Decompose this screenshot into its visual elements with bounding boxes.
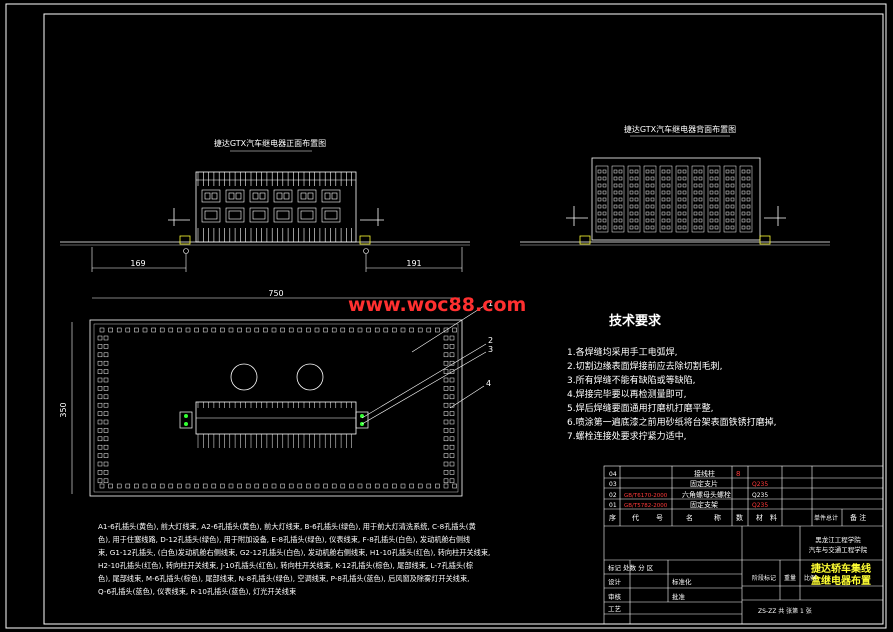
department: 汽车与交通工程学院 xyxy=(809,545,868,554)
wiring-note-line: A1-6孔插头(黄色), 前大灯线束, A2-6孔插头(黄色), 前大灯线束, … xyxy=(98,522,476,531)
inner-border xyxy=(43,13,884,625)
outer-border xyxy=(5,3,887,629)
dim-height: 350 xyxy=(59,402,68,417)
approve-label: 批准 xyxy=(672,592,686,601)
drawing-title-1: 捷达轿车集线 xyxy=(811,562,871,575)
wiring-note-line: Q-6孔插头(蓝色), 仪表线束, R-10孔插头(蓝色), 灯光开关线束 xyxy=(98,587,296,596)
drawing-title-2: 盒继电器布置 xyxy=(810,574,871,587)
front-view: 捷达GTX汽车继电器正面布置图 169 191 xyxy=(60,138,470,272)
bom-header: 号 xyxy=(656,514,663,522)
requirement-item: 1.各焊缝均采用手工电弧焊, xyxy=(567,346,677,358)
top-view: 750 350 1 2 3 4 xyxy=(59,289,493,497)
callout-4: 4 xyxy=(486,379,491,388)
bom-name: 固定支片 xyxy=(690,479,718,488)
wiring-note: A1-6孔插头(黄色), 前大灯线束, A2-6孔插头(黄色), 前大灯线束, … xyxy=(98,522,490,596)
weight-label: 重量 xyxy=(784,574,796,582)
bom-header: 数 xyxy=(736,513,743,522)
bom-material: Q235 xyxy=(752,502,768,509)
design-row: 设计 xyxy=(608,577,622,586)
school: 黑龙江工程学院 xyxy=(815,535,861,544)
dim-width: 750 xyxy=(268,289,283,298)
dim-left: 169 xyxy=(130,259,145,268)
bom-no: 04 xyxy=(609,471,617,478)
technical-requirements: 技术要求 1.各焊缝均采用手工电弧焊, 2.切割边缘表面焊接前应去除切割毛刺, … xyxy=(567,313,776,442)
wiring-note-line: 束, G1-12孔插头, (白色)发动机舱右侧线束, G2-12孔插头(白色),… xyxy=(98,548,490,557)
requirements-title: 技术要求 xyxy=(609,313,662,329)
bom-code: GB/T6170-2000 xyxy=(624,493,668,499)
callout-3: 3 xyxy=(488,345,493,354)
wiring-note-line: H2-10孔插头(红色), 转向柱开关线束, J-10孔插头(红色), 转向柱开… xyxy=(98,561,473,570)
dim-right: 191 xyxy=(406,259,421,268)
title-block-text: 黑龙江工程学院 汽车与交通工程学院 捷达轿车集线 盒继电器布置 ZS-ZZ 共 … xyxy=(608,535,871,615)
requirement-item: 3.所有焊缝不能有缺陷或等缺陷, xyxy=(567,374,695,386)
bom-name: 六角螺母头螺栓 xyxy=(682,490,731,499)
wiring-note-line: 色), 用于住塞线路, D-12孔插头(绿色), 用于附加设备, E-8孔插头(… xyxy=(98,535,470,544)
requirement-item: 4.焊接完毕要以再检测量即可, xyxy=(567,388,686,400)
watermark: www.woc88.com xyxy=(348,294,526,316)
callout-1: 1 xyxy=(488,299,493,308)
rear-view: 捷达GTX汽车继电器背面布置图 xyxy=(520,124,830,246)
wiring-note-line: 色), 尾部线束, M-6孔插头(棕色), 尾部线束, N-8孔插头(绿色), … xyxy=(98,574,469,583)
scale-label: 比例 xyxy=(804,574,816,582)
bom-header: 材 xyxy=(756,513,763,522)
process-row: 工艺 xyxy=(608,605,622,613)
bom-header: 料 xyxy=(770,513,777,522)
bom-name: 固定支架 xyxy=(690,500,718,509)
bom-qty: 8 xyxy=(736,470,740,478)
bom-header: 序 xyxy=(609,513,616,522)
bom-header: 称 xyxy=(714,513,721,522)
stage-label: 阶段标记 xyxy=(752,574,776,582)
review-row: 审核 xyxy=(608,592,622,601)
callout-2: 2 xyxy=(488,336,493,345)
drawing-number: ZS-ZZ 共 张第 1 张 xyxy=(758,607,812,615)
bom-name: 接线柱 xyxy=(694,469,715,478)
rear-view-title: 捷达GTX汽车继电器背面布置图 xyxy=(624,124,736,134)
requirement-item: 7.螺栓连接处要求拧紧力适中, xyxy=(567,430,686,442)
bom-no: 02 xyxy=(609,492,617,499)
bom-header: 代 xyxy=(632,513,639,522)
requirement-item: 2.切割边缘表面焊接前应去除切割毛刺, xyxy=(567,360,722,372)
revision-row: 标记 处数 分 区 xyxy=(608,563,654,572)
bom-header: 备 注 xyxy=(850,513,866,522)
bom-code: GB/T5782-2000 xyxy=(624,503,668,509)
title-block xyxy=(603,465,884,625)
standardization-label: 标准化 xyxy=(672,577,692,586)
bom-no: 01 xyxy=(609,502,617,509)
requirement-item: 5.焊后焊缝要面通用打磨机打磨平整, xyxy=(567,402,713,414)
bom-header: 名 xyxy=(686,513,693,522)
bom-material: Q235 xyxy=(752,481,768,488)
bom-table: 04 接线柱 8 03 固定支片 Q235 02 GB/T6170-2000 六… xyxy=(609,469,866,522)
bom-no: 03 xyxy=(609,481,617,488)
bom-header: 单件总计 xyxy=(814,514,838,522)
requirement-item: 6.喷涂第一遍底漆之前用砂纸将台架表面铁锈打磨掉, xyxy=(567,416,776,428)
bom-material: Q235 xyxy=(752,492,768,499)
front-view-title: 捷达GTX汽车继电器正面布置图 xyxy=(214,138,326,148)
